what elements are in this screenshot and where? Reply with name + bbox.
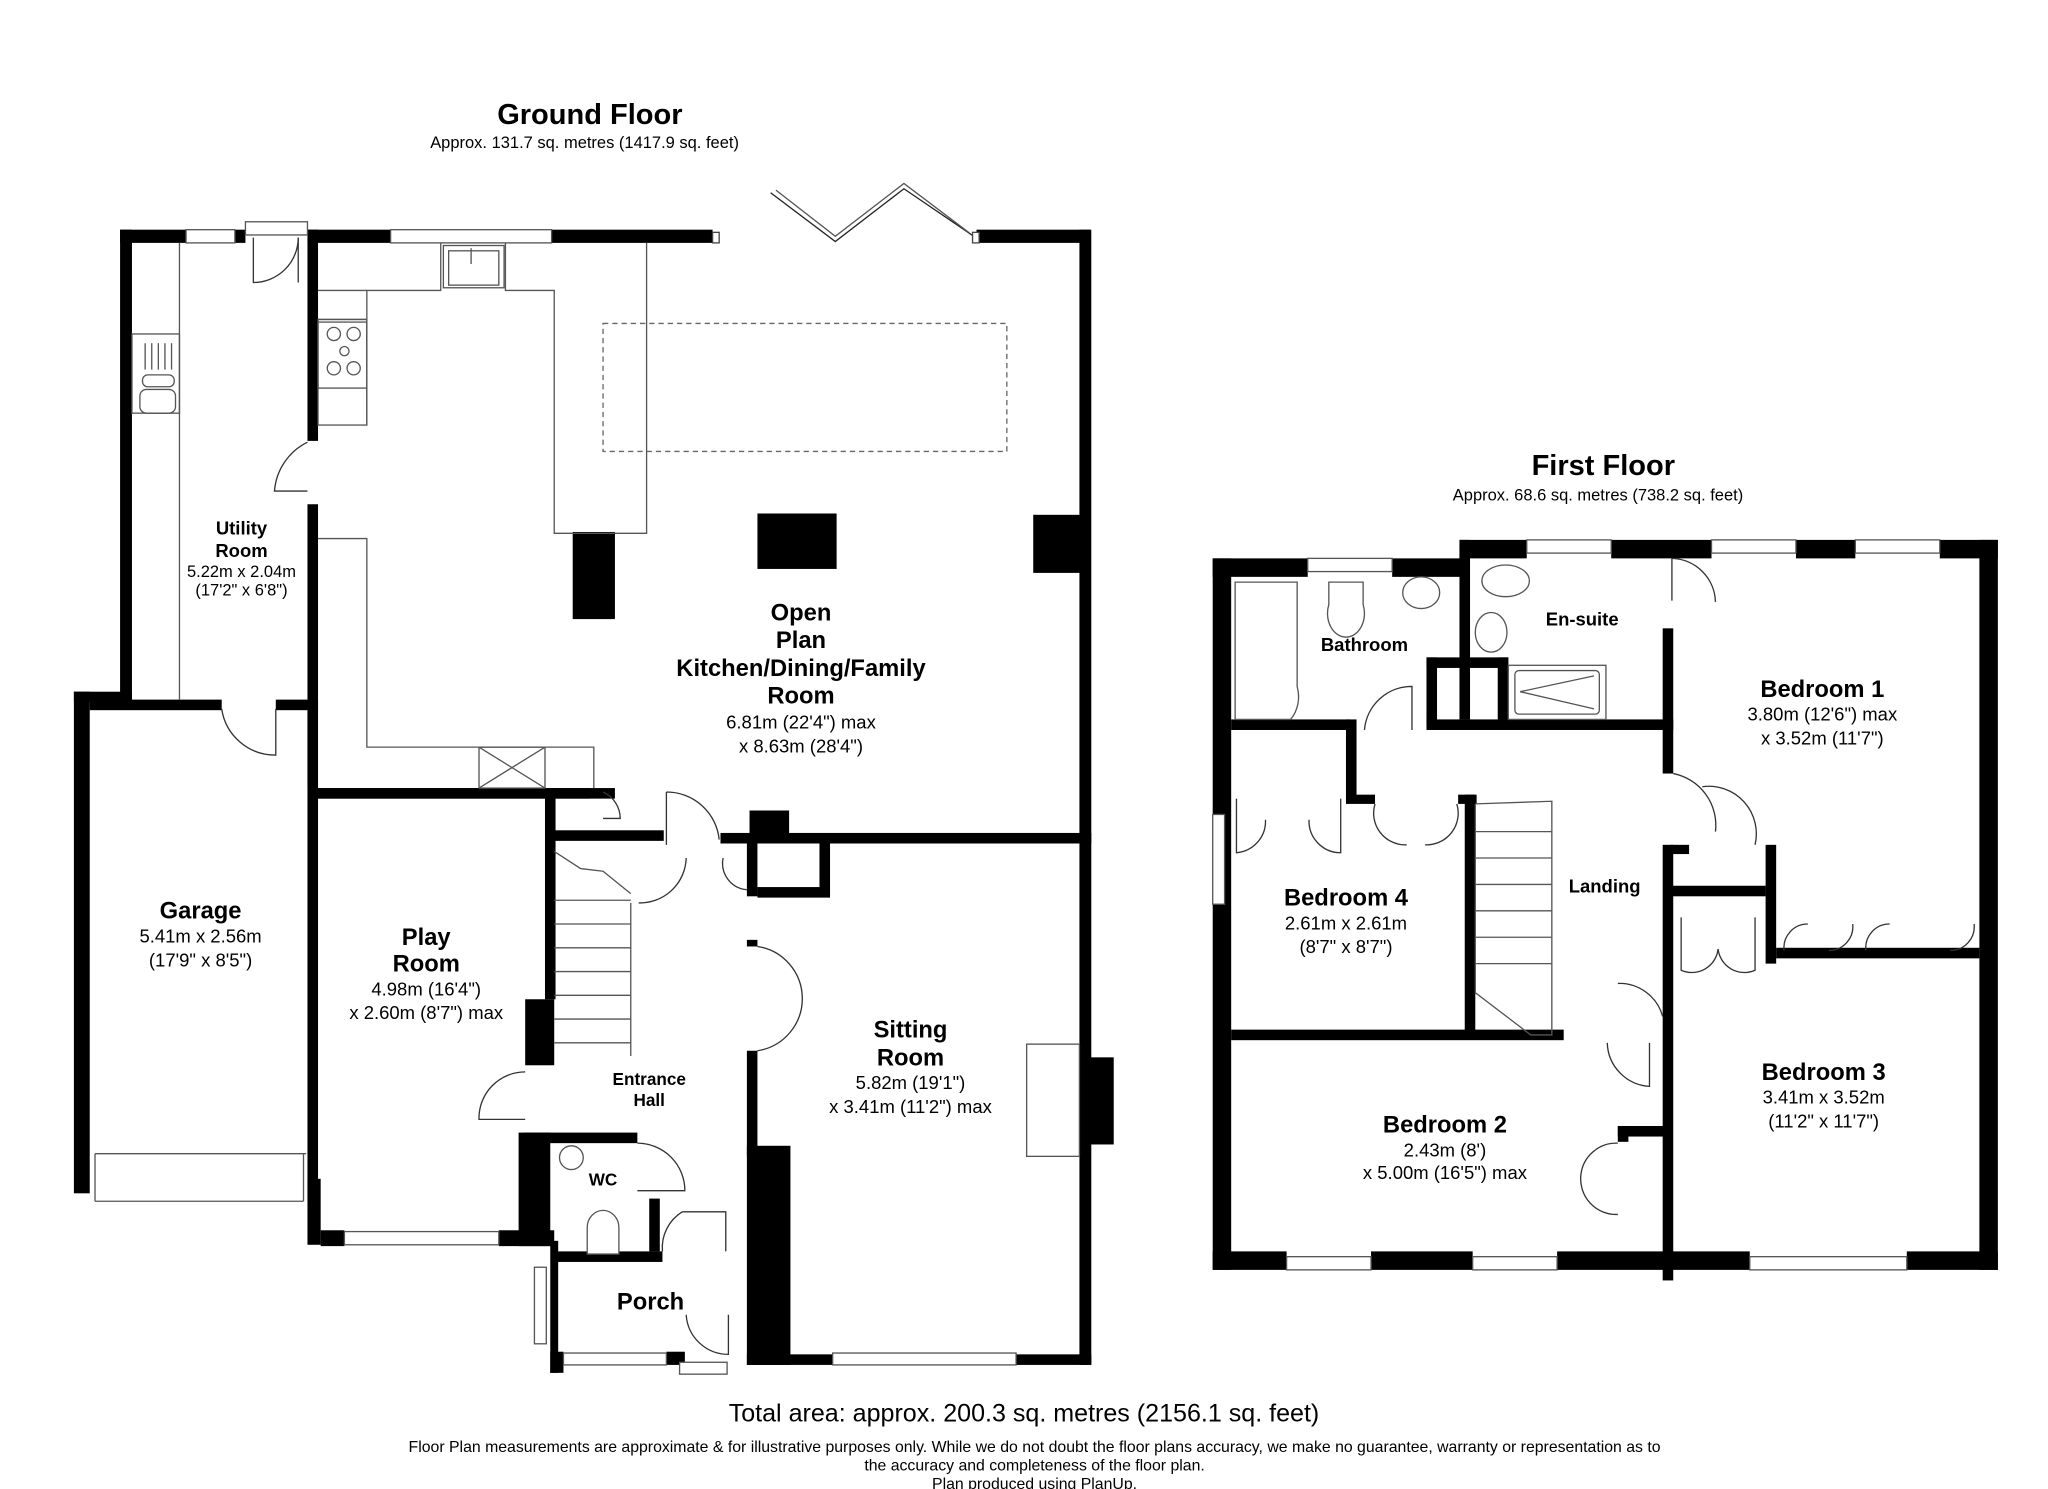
bath-icon bbox=[1234, 581, 1300, 721]
svg-text:x 2.60m (8'7") max: x 2.60m (8'7") max bbox=[349, 1002, 504, 1023]
fireplace-hearth bbox=[1025, 1043, 1081, 1158]
label-ensuite: En-suite bbox=[1546, 609, 1619, 630]
svg-text:Open: Open bbox=[771, 599, 832, 626]
label-kitchen-dining-family: Open Plan Kitchen/Dining/Family Room 6.8… bbox=[676, 599, 926, 756]
svg-text:2.61m x 2.61m: 2.61m x 2.61m bbox=[1285, 912, 1407, 933]
first-floor-title: First Floor bbox=[1532, 450, 1675, 482]
svg-text:2.43m (8'): 2.43m (8') bbox=[1404, 1139, 1487, 1160]
bathroom-basin-icon bbox=[1402, 576, 1441, 610]
label-landing: Landing bbox=[1569, 875, 1641, 896]
label-bathroom: Bathroom bbox=[1321, 634, 1408, 655]
svg-text:5.82m (19'1"): 5.82m (19'1") bbox=[856, 1072, 966, 1093]
svg-text:Plan: Plan bbox=[776, 627, 826, 654]
svg-text:Garage: Garage bbox=[160, 898, 242, 925]
svg-text:(11'2" x 11'7"): (11'2" x 11'7") bbox=[1768, 1110, 1879, 1131]
svg-text:Room: Room bbox=[393, 951, 460, 978]
first-floor-windows bbox=[1212, 539, 1941, 1271]
first-floor-walls bbox=[1212, 539, 1998, 1281]
svg-text:(17'2" x 6'8"): (17'2" x 6'8") bbox=[195, 581, 287, 599]
svg-text:(8'7" x 8'7"): (8'7" x 8'7") bbox=[1299, 936, 1392, 957]
svg-text:Utility: Utility bbox=[216, 518, 268, 539]
utility-fixtures bbox=[131, 242, 181, 700]
svg-text:Room: Room bbox=[215, 540, 267, 561]
svg-text:Bedroom 1: Bedroom 1 bbox=[1760, 676, 1884, 703]
ensuite-toilet-icon bbox=[1481, 564, 1531, 598]
label-porch: Porch bbox=[617, 1288, 684, 1315]
label-bedroom-3: Bedroom 3 3.41m x 3.52m (11'2" x 11'7") bbox=[1762, 1059, 1886, 1132]
first-floor-area: Approx. 68.6 sq. metres (738.2 sq. feet) bbox=[1453, 486, 1743, 504]
label-sitting-room: Sitting Room 5.82m (19'1") x 3.41m (11'2… bbox=[829, 1017, 992, 1117]
ground-floor-windows bbox=[185, 221, 1017, 1375]
first-floor-fixtures bbox=[1234, 564, 1607, 721]
svg-text:Sitting: Sitting bbox=[874, 1017, 948, 1044]
bathroom-toilet-icon bbox=[1326, 581, 1366, 638]
dining-table-outline bbox=[602, 322, 1008, 453]
svg-text:Entrance: Entrance bbox=[613, 1069, 686, 1089]
ground-floor-walls bbox=[73, 229, 1114, 1373]
svg-text:5.22m x 2.04m: 5.22m x 2.04m bbox=[187, 563, 296, 581]
disclaimer-line-2: the accuracy and completeness of the flo… bbox=[864, 1458, 1204, 1475]
ground-floor-doors bbox=[94, 237, 1081, 1356]
svg-text:3.41m x 3.52m: 3.41m x 3.52m bbox=[1763, 1087, 1885, 1108]
ground-floor-area: Approx. 131.7 sq. metres (1417.9 sq. fee… bbox=[430, 134, 739, 152]
total-area: Total area: approx. 200.3 sq. metres (21… bbox=[729, 1400, 1320, 1428]
svg-text:(17'9" x 8'5"): (17'9" x 8'5") bbox=[149, 949, 252, 970]
svg-text:x 8.63m (28'4"): x 8.63m (28'4") bbox=[739, 735, 863, 756]
svg-text:Play: Play bbox=[402, 924, 452, 951]
svg-text:5.41m x 2.56m: 5.41m x 2.56m bbox=[140, 926, 262, 947]
disclaimer-line-1: Floor Plan measurements are approximate … bbox=[409, 1439, 1661, 1456]
label-utility-room: Utility Room 5.22m x 2.04m (17'2" x 6'8"… bbox=[187, 518, 296, 600]
svg-text:x 3.41m (11'2") max: x 3.41m (11'2") max bbox=[829, 1096, 992, 1117]
ground-floor-stairs bbox=[553, 850, 632, 1057]
floor-hatch-icon bbox=[478, 746, 546, 789]
svg-text:Room: Room bbox=[767, 683, 834, 710]
svg-text:Bedroom 4: Bedroom 4 bbox=[1284, 885, 1409, 912]
label-play-room: Play Room 4.98m (16'4") x 2.60m (8'7") m… bbox=[349, 924, 504, 1023]
svg-text:Bedroom 3: Bedroom 3 bbox=[1762, 1059, 1886, 1086]
svg-text:Room: Room bbox=[877, 1044, 944, 1071]
ensuite-basin-icon bbox=[1474, 611, 1508, 653]
produced-by: Plan produced using PlanUp. bbox=[932, 1476, 1137, 1489]
utility-sink-icon bbox=[139, 388, 177, 414]
first-floor-stairs bbox=[1474, 800, 1553, 1036]
svg-text:4.98m (16'4"): 4.98m (16'4") bbox=[371, 978, 481, 999]
bifold-door-icon bbox=[770, 187, 975, 243]
label-entrance-hall: Entrance Hall bbox=[613, 1069, 686, 1110]
hob-icon bbox=[326, 326, 361, 376]
ground-floor-title: Ground Floor bbox=[497, 99, 682, 131]
svg-text:x 5.00m (16'5") max: x 5.00m (16'5") max bbox=[1363, 1162, 1528, 1183]
svg-text:Bedroom 2: Bedroom 2 bbox=[1383, 1112, 1507, 1139]
toilet-icon bbox=[586, 1209, 620, 1255]
wc-basin-icon bbox=[558, 1145, 584, 1171]
label-bedroom-1: Bedroom 1 3.80m (12'6") max x 3.52m (11'… bbox=[1748, 676, 1898, 749]
svg-text:3.80m (12'6") max: 3.80m (12'6") max bbox=[1748, 704, 1898, 725]
label-bedroom-2: Bedroom 2 2.43m (8') x 5.00m (16'5") max bbox=[1363, 1112, 1528, 1183]
svg-text:Hall: Hall bbox=[634, 1090, 665, 1110]
label-bedroom-4: Bedroom 4 2.61m x 2.61m (8'7" x 8'7") bbox=[1284, 885, 1409, 958]
label-garage: Garage 5.41m x 2.56m (17'9" x 8'5") bbox=[140, 898, 262, 971]
svg-text:Kitchen/Dining/Family: Kitchen/Dining/Family bbox=[676, 655, 926, 682]
kitchen-units bbox=[317, 242, 1008, 789]
first-floor-doors bbox=[1235, 557, 1975, 1216]
svg-text:x 3.52m (11'7"): x 3.52m (11'7") bbox=[1761, 727, 1884, 748]
svg-text:6.81m (22'4") max: 6.81m (22'4") max bbox=[726, 712, 876, 733]
label-wc: WC bbox=[589, 1169, 618, 1189]
